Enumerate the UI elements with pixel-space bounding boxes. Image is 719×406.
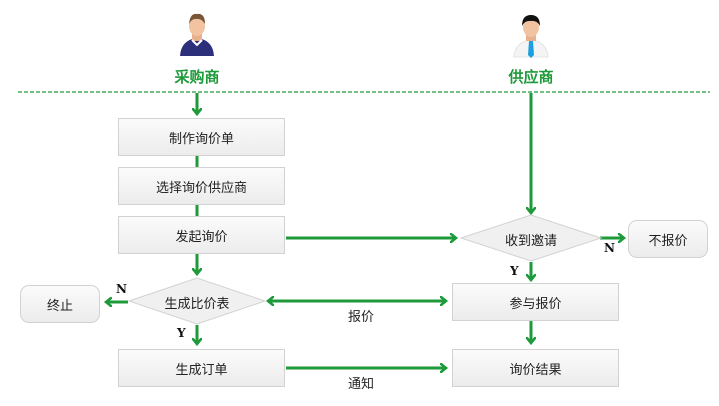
decision-generate-compare[interactable] <box>127 277 267 325</box>
edge-label-notify: 通知 <box>348 377 375 392</box>
lane-title-supplier: 供应商 <box>508 68 554 86</box>
node-generate-compare-label: 生成比价表 <box>164 297 230 312</box>
node-inquiry-result[interactable]: 询价结果 <box>452 349 619 387</box>
node-receive-invite-label: 收到邀请 <box>504 234 557 249</box>
label-invite-no: N <box>604 241 615 255</box>
buyer-person-icon <box>180 13 214 56</box>
label-invite-yes: Y <box>510 264 519 278</box>
edge-label-quote: 报价 <box>348 310 375 325</box>
node-generate-order[interactable]: 生成订单 <box>118 349 285 387</box>
node-make-inquiry[interactable]: 制作询价单 <box>118 118 285 156</box>
supplier-person-icon <box>513 15 549 58</box>
decision-receive-invite[interactable] <box>459 214 603 262</box>
node-terminate[interactable]: 终止 <box>20 285 100 323</box>
node-join-quote[interactable]: 参与报价 <box>452 283 619 321</box>
node-no-quote[interactable]: 不报价 <box>628 220 708 258</box>
node-select-supplier[interactable]: 选择询价供应商 <box>118 167 285 205</box>
label-compare-no: N <box>116 282 127 296</box>
lane-title-buyer: 采购商 <box>174 68 220 86</box>
node-start-inquiry[interactable]: 发起询价 <box>118 216 285 254</box>
label-compare-yes: Y <box>177 326 186 340</box>
